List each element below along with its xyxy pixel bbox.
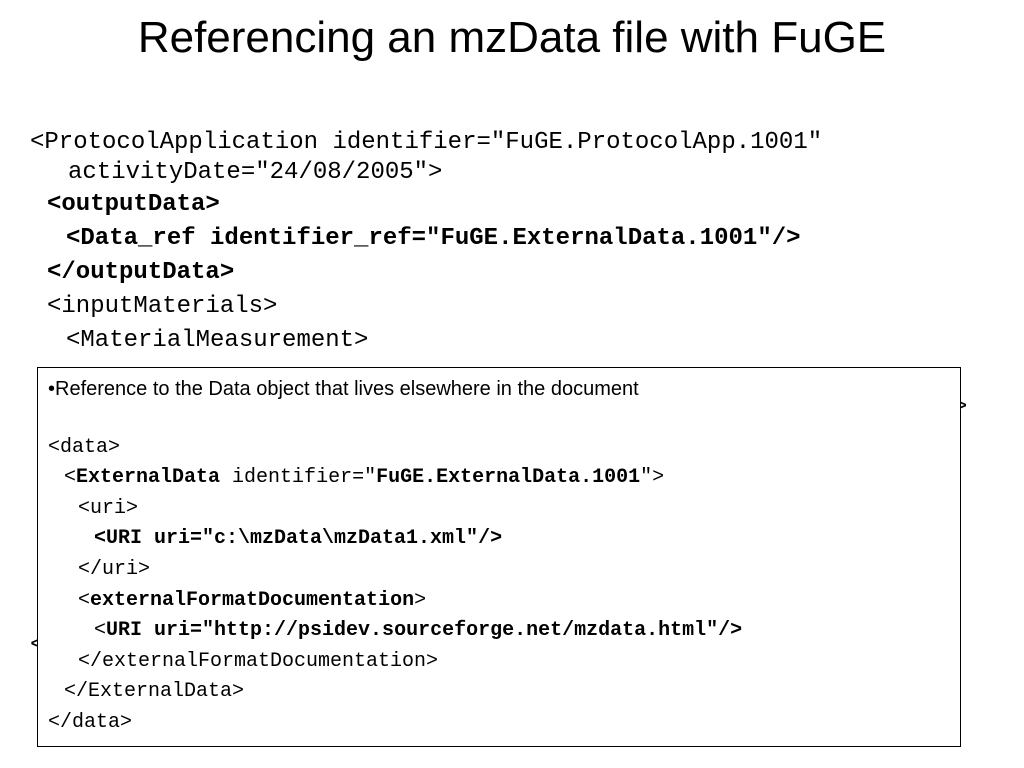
callout-box: •Reference to the Data object that lives… [37, 367, 961, 747]
xml-line: <externalFormatDocumentation> [78, 589, 427, 612]
xml-line: <URI uri="c:\mzData\mzData1.xml"/> [94, 527, 503, 550]
xml-line: <data> [48, 436, 121, 459]
xml-line: </uri> [78, 558, 151, 581]
xml-line: <uri> [78, 497, 139, 520]
code-line: </outputData> [47, 259, 235, 286]
xml-line: <ExternalData identifier="FuGE.ExternalD… [64, 466, 665, 489]
slide-title: Referencing an mzData file with FuGE [137, 13, 887, 62]
xml-line: </data> [48, 711, 133, 734]
code-line: activityDate="24/08/2005"> [68, 159, 443, 186]
xml-line: </ExternalData> [64, 680, 245, 703]
code-line: <outputData> [47, 191, 220, 218]
code-line: <MaterialMeasurement> [66, 327, 369, 354]
xml-line: <URI uri="http://psidev.sourceforge.net/… [94, 619, 743, 642]
code-line: <ProtocolApplication identifier="FuGE.Pr… [30, 129, 823, 156]
xml-line: </externalFormatDocumentation> [78, 650, 439, 673]
code-line: <inputMaterials> [47, 293, 278, 320]
code-line: <Data_ref identifier_ref="FuGE.ExternalD… [66, 225, 801, 252]
callout-bullet-text: •Reference to the Data object that lives… [48, 378, 639, 400]
